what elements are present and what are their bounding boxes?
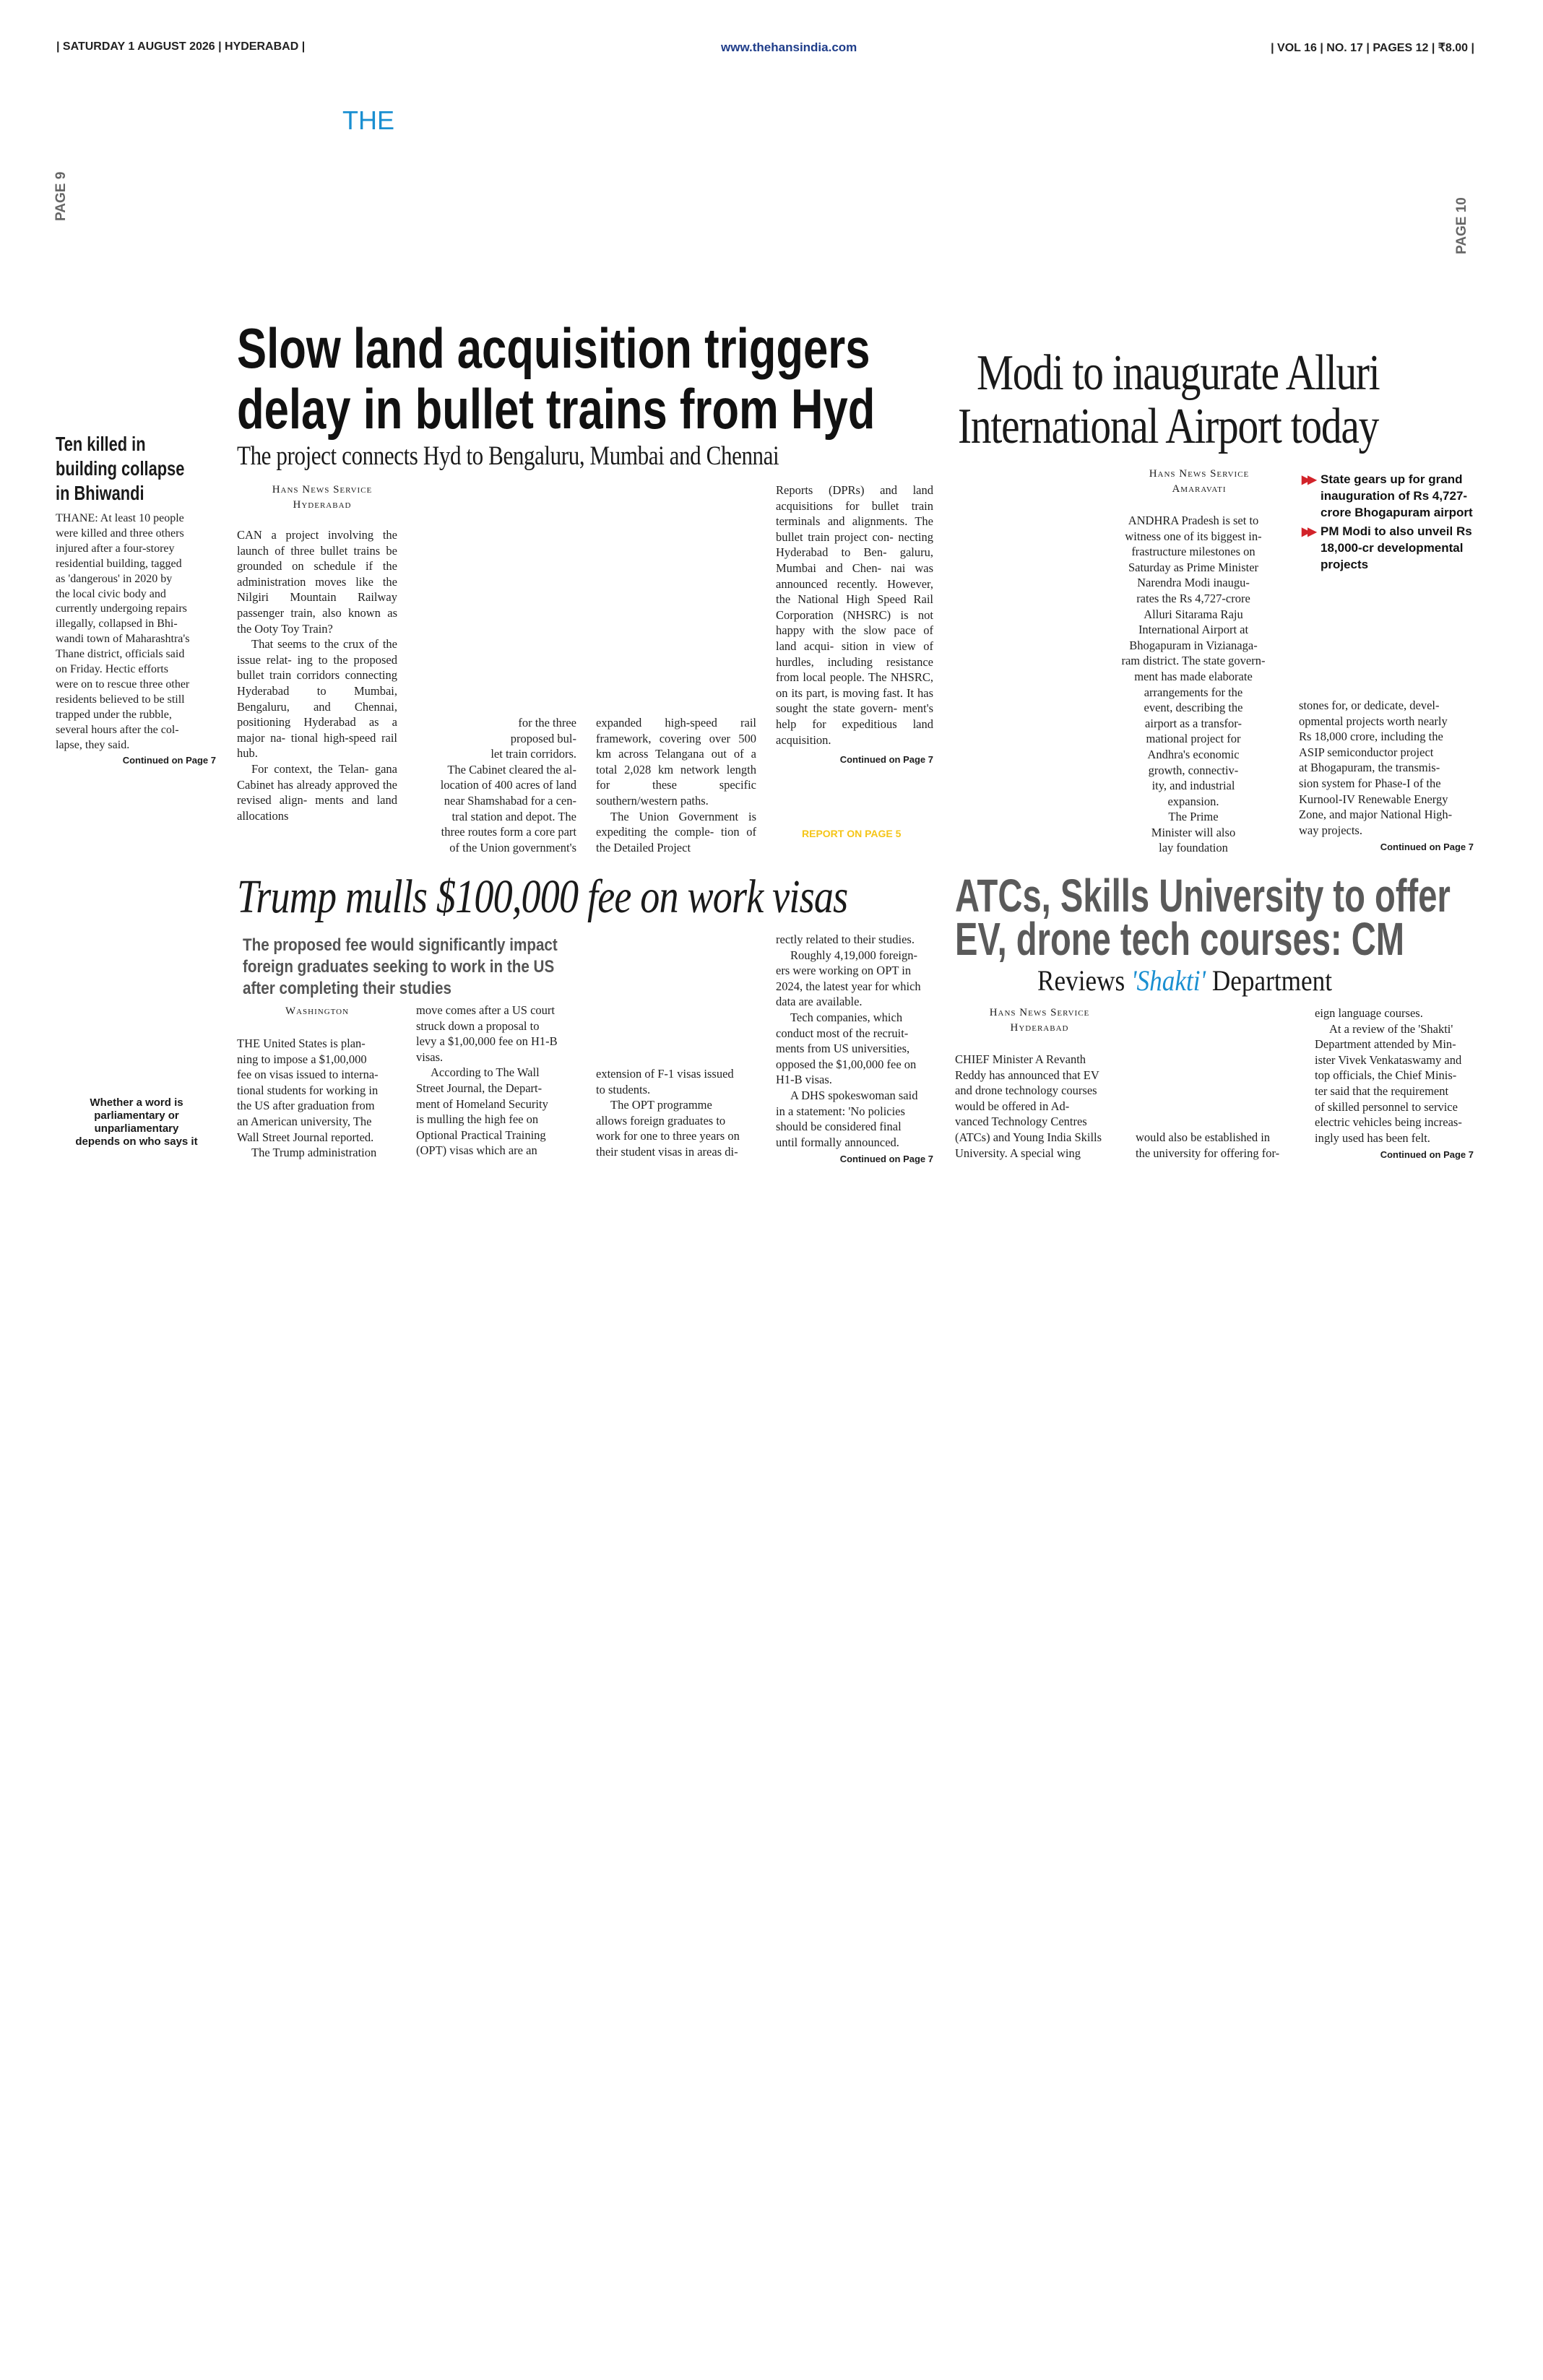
highlight-item: ▶▶ PM Modi to also unveil Rs 18,000-cr d… [1302, 524, 1472, 571]
story-bhiwandi: Ten killed in building collapse in Bhiwa… [56, 432, 216, 766]
double-arrow-icon: ▶▶ [1302, 526, 1317, 538]
column-1: ANDHRA Pradesh is set to witness one of … [1121, 514, 1266, 855]
column-1: THE United States is plan- ning to impos… [237, 1037, 379, 1160]
story-atc-skills: ATCs, Skills University to offer EV, dro… [955, 871, 1474, 1174]
page-marker-right: PAGE 10 [1454, 197, 1469, 254]
sidebar-teaser[interactable]: Whether a word is parliamentary or unpar… [75, 1096, 198, 1148]
page-marker-left: PAGE 9 [53, 171, 69, 221]
story-bullet-train: Slow land acquisition triggers delay in … [235, 316, 933, 854]
column-2: move comes after a US court struck down … [416, 1003, 558, 1158]
byline: Hans News Service Amaravati [1149, 468, 1250, 495]
byline: Hans News Service Hyderabad [272, 484, 373, 511]
headline-line-1: ATCs, Skills University to offer [955, 870, 1451, 922]
column-1: CAN a project involving the launch of th… [237, 528, 398, 823]
continued-link[interactable]: Continued on Page 7 [839, 754, 933, 766]
column-4: Reports (DPRs) and land acquisitions for… [776, 483, 933, 768]
report-link[interactable]: REPORT ON PAGE 5 [802, 828, 902, 839]
headline-line-2: EV, drone tech courses: CM [955, 913, 1405, 965]
headline-line-1: Slow land acquisition triggers [237, 316, 870, 380]
continued-link[interactable]: Continued on Page 7 [1380, 1149, 1474, 1161]
column-1: CHIEF Minister A Revanth Reddy has annou… [955, 1052, 1102, 1160]
masthead-issue: | VOL 16 | NO. 17 | PAGES 12 | ₹8.00 | [1271, 42, 1474, 54]
masthead-url[interactable]: www.thehansindia.com [721, 40, 857, 54]
subhead: The project connects Hyd to Bengaluru, M… [237, 441, 779, 471]
column-2: would also be established in the univers… [1136, 1130, 1280, 1160]
highlight-item: ▶▶ State gears up for grand inauguration… [1302, 472, 1473, 519]
continued-link[interactable]: Continued on Page 7 [839, 1154, 933, 1165]
continued-link[interactable]: Continued on Page 7 [1380, 841, 1474, 853]
highlights: ▶▶ State gears up for grand inauguration… [1302, 471, 1475, 573]
headline: Trump mulls $100,000 fee on work visas [237, 870, 848, 923]
masthead-date: | SATURDAY 1 AUGUST 2026 | HYDERABAD | [56, 40, 306, 53]
headline-line-2: International Airport today [958, 399, 1379, 454]
subhead: Reviews 'Shakti' Department [1037, 964, 1333, 997]
subhead: The proposed fee would significantly imp… [243, 935, 558, 998]
column-2: stones for, or dedicate, devel- opmental… [1299, 698, 1474, 855]
byline: Hans News Service Hyderabad [989, 1007, 1090, 1034]
logo: THE [342, 105, 394, 135]
double-arrow-icon: ▶▶ [1302, 474, 1317, 486]
column-2: for the three proposed bul- let train co… [440, 716, 576, 854]
story-body: THANE: At least 10 people were killed an… [56, 512, 190, 751]
byline: Washington [285, 1005, 350, 1017]
story-headline: Ten killed in building collapse in Bhiwa… [56, 433, 185, 504]
story-trump-visa: Trump mulls $100,000 fee on work visas T… [235, 871, 933, 1174]
column-4: rectly related to their studies. Roughly… [776, 932, 933, 1167]
column-3: extension of F-1 visas issued to student… [596, 1067, 740, 1159]
headline-line-2: delay in bullet trains from Hyd [237, 377, 876, 441]
column-3: expanded high-speed rail framework, cove… [596, 716, 757, 854]
continued-link[interactable]: Continued on Page 7 [122, 754, 216, 766]
headline-line-1: Modi to inaugurate Alluri [977, 345, 1380, 401]
story-modi-airport: Modi to inaugurate Alluri International … [955, 345, 1475, 855]
column-3: eign language courses. At a review of th… [1315, 1005, 1474, 1163]
